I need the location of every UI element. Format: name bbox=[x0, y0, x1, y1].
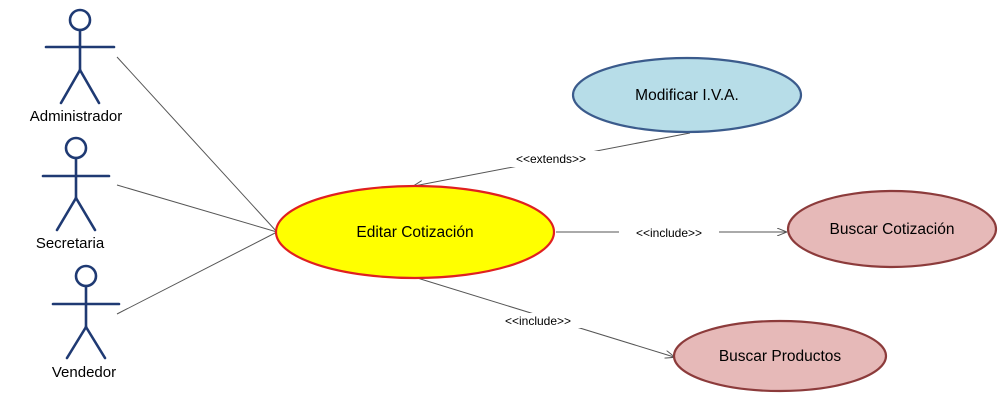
include-cotizacion-label-bg bbox=[619, 225, 719, 240]
stick-figure-icon bbox=[51, 264, 121, 360]
actor-secretaria[interactable]: Secretaria bbox=[36, 136, 111, 252]
use-case-buscar-cotizacion[interactable]: Buscar Cotización bbox=[786, 189, 998, 269]
use-case-label: Buscar Cotización bbox=[830, 221, 955, 238]
include-productos-label: <<include>> bbox=[505, 314, 571, 328]
include-productos-label-bg bbox=[489, 313, 587, 328]
association-secretaria bbox=[116, 184, 278, 233]
include-cotizacion-label: <<include>> bbox=[636, 226, 702, 240]
use-case-buscar-productos[interactable]: Buscar Productos bbox=[672, 319, 888, 393]
use-case-editar-cotizacion[interactable]: Editar Cotización bbox=[274, 184, 556, 280]
stick-figure-icon bbox=[41, 136, 111, 232]
use-case-modificar-iva[interactable]: Modificar I.V.A. bbox=[571, 56, 803, 134]
stick-figure-icon bbox=[44, 8, 116, 105]
use-case-label: Modificar I.V.A. bbox=[635, 87, 739, 104]
actor-label: Administrador bbox=[30, 108, 123, 125]
use-case-label: Buscar Productos bbox=[719, 348, 842, 365]
actor-administrador[interactable]: Administrador bbox=[30, 8, 123, 125]
actor-label: Secretaria bbox=[36, 235, 105, 252]
extends-label: <<extends>> bbox=[516, 152, 586, 166]
actor-label: Vendedor bbox=[52, 364, 116, 381]
association-vendedor bbox=[116, 231, 278, 315]
actor-vendedor[interactable]: Vendedor bbox=[51, 264, 121, 381]
association-administrador bbox=[116, 56, 278, 233]
use-case-label: Editar Cotización bbox=[356, 224, 473, 241]
extends-label-bg bbox=[497, 151, 605, 167]
